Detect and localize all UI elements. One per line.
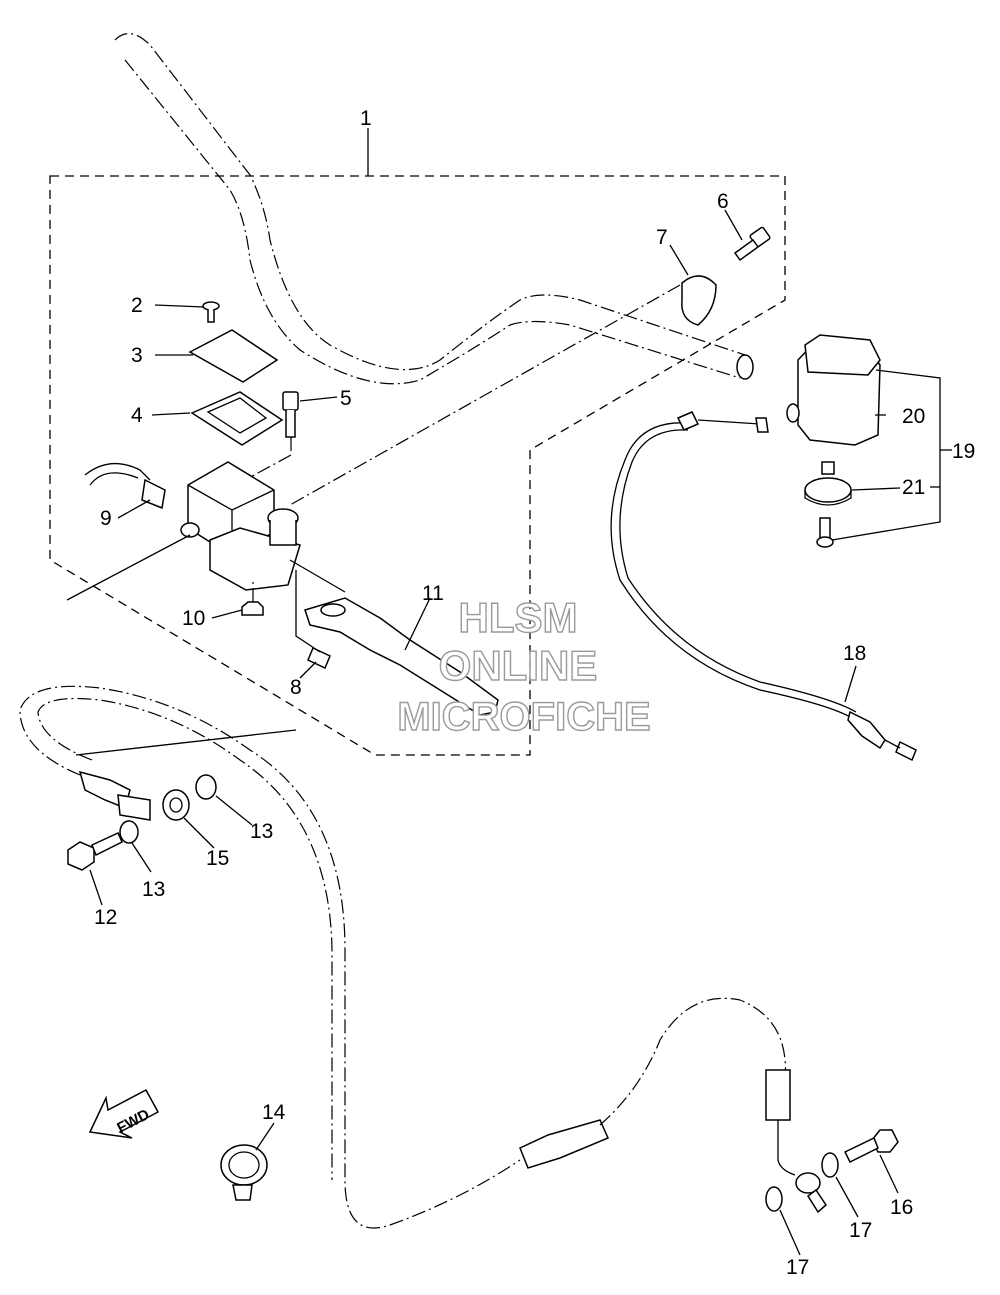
- handlebar-switch-20: [786, 334, 881, 446]
- watermark-line-1: HLSM: [459, 594, 578, 641]
- nut-10: [241, 601, 264, 616]
- brake-lever-11: [304, 597, 499, 716]
- callout-8: 8: [290, 676, 302, 699]
- callout-5: 5: [340, 387, 352, 410]
- callout-16: 16: [890, 1196, 913, 1219]
- callout-10: 10: [182, 607, 205, 630]
- callout-2: 2: [131, 294, 143, 317]
- spring-8: [307, 646, 331, 670]
- clamp-7: [681, 275, 717, 326]
- callout-1: 1: [360, 107, 372, 130]
- banjo-fitting-15: [162, 789, 190, 821]
- throttle-cable-18: [610, 411, 917, 762]
- brake-hose: [19, 685, 827, 1229]
- hose-clamp-14: [220, 1144, 268, 1201]
- callout-21: 21: [902, 476, 925, 499]
- union-bolt-12: [67, 832, 123, 871]
- callout-4: 4: [131, 404, 143, 427]
- diaphragm-4: [190, 391, 284, 446]
- copper-washer-17b: [765, 1186, 783, 1212]
- callout-14: 14: [262, 1101, 286, 1124]
- copper-washer-13a: [119, 820, 139, 844]
- copper-washer-17a: [821, 1152, 839, 1178]
- reservoir-cap-3: [188, 329, 279, 383]
- callout-11: 11: [422, 582, 444, 605]
- leader-lines: [89, 128, 952, 1256]
- callout-9: 9: [100, 507, 112, 530]
- callouts: 1 2 3 4 5 6 7 8 9 10 11 12 13 13 14 15 1…: [94, 107, 975, 1279]
- callout-7: 7: [656, 226, 668, 249]
- watermark-line-2: ONLINE: [439, 642, 598, 689]
- assembly-boundary: [49, 175, 786, 756]
- callout-3: 3: [131, 344, 143, 367]
- callout-12: 12: [94, 906, 117, 929]
- callout-13b: 13: [250, 820, 273, 843]
- union-bolt-16: [843, 1129, 899, 1164]
- clamp-bolt-6: [733, 226, 771, 262]
- copper-washer-13b: [195, 774, 217, 800]
- callout-15: 15: [206, 847, 229, 870]
- switch-screw: [816, 517, 834, 548]
- callout-13a: 13: [142, 878, 165, 901]
- watermark: HLSM ONLINE MICROFICHE: [397, 593, 652, 739]
- callout-17b: 17: [786, 1256, 809, 1279]
- callout-6: 6: [717, 190, 729, 213]
- callout-19: 19: [952, 440, 975, 463]
- master-cylinder: [180, 461, 301, 591]
- brake-switch-9: [84, 463, 166, 510]
- callout-18: 18: [843, 642, 866, 665]
- callout-20: 20: [902, 405, 925, 428]
- pivot-bolt-5: [282, 391, 299, 438]
- fwd-direction-arrow: FWD: [88, 1088, 160, 1139]
- callout-17a: 17: [849, 1219, 872, 1242]
- switch-cover-21: [804, 461, 852, 506]
- handlebar: [114, 33, 754, 385]
- screw-2: [202, 301, 220, 323]
- watermark-line-3: MICROFICHE: [397, 695, 650, 739]
